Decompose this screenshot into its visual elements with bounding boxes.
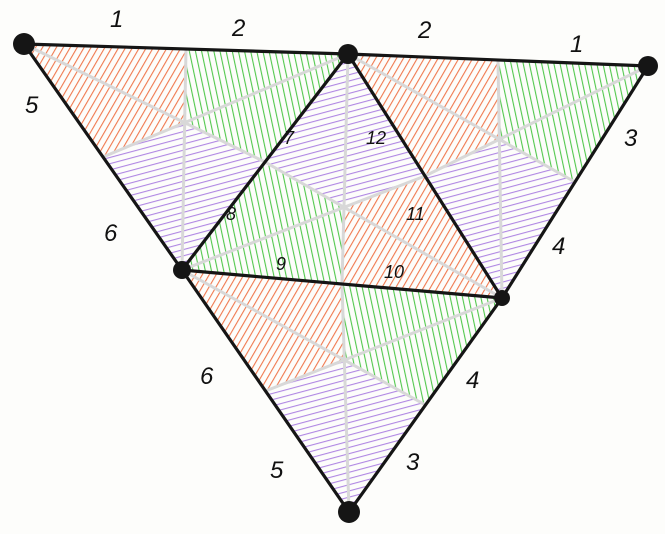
median-bottom-0 [181, 268, 427, 407]
region-top-right-green [498, 60, 648, 182]
label-inner-11: 11 [406, 204, 425, 224]
region-center-orange [342, 176, 502, 298]
median-top-left-0 [23, 42, 266, 164]
edge-TM-RM [346, 52, 504, 300]
label-right-4: 4 [552, 233, 565, 260]
median-bottom-2 [340, 283, 351, 513]
label-top-right-1: 1 [570, 31, 583, 58]
edge-LM-B [180, 268, 351, 514]
vertex-top-right [638, 56, 658, 76]
edge-TL-LM [22, 42, 184, 272]
label-inner-10: 10 [384, 262, 404, 282]
label-lower-left-6: 6 [200, 363, 214, 390]
vertex-left-middle [173, 261, 191, 279]
hatched-regions [24, 44, 648, 512]
median-top-right-1 [424, 64, 649, 178]
label-top-left-2: 2 [231, 15, 245, 42]
edge-labels: 1 2 2 1 5 6 3 4 6 5 4 3 7 8 9 10 11 12 [25, 6, 638, 484]
region-bottom-orange [182, 270, 345, 391]
vertex-bottom [338, 501, 360, 523]
region-top-left-orange [24, 44, 186, 157]
edge-TR-RM [500, 64, 650, 300]
label-inner-9: 9 [276, 254, 286, 274]
label-left-5: 5 [25, 92, 39, 119]
vertex-right-middle [494, 290, 510, 306]
edge-TM-TR [346, 52, 650, 68]
vertex-top-left [13, 33, 35, 55]
region-top-left-green [184, 49, 348, 162]
median-top-left-1 [102, 52, 349, 159]
median-bottom-1 [264, 296, 503, 393]
label-right-3: 3 [624, 125, 638, 152]
edge-LM-RM [180, 268, 504, 300]
edge-RM-B [347, 296, 504, 514]
edge-TM-LM [180, 52, 350, 272]
label-lower-right-3: 3 [406, 449, 420, 476]
median-top-right-2 [496, 59, 504, 299]
edge-TL-TM [22, 42, 350, 56]
label-top-right-2: 2 [417, 17, 431, 44]
vertices [13, 33, 658, 523]
label-inner-12: 12 [366, 128, 386, 148]
median-center-2 [181, 174, 426, 272]
outline-edges [22, 42, 650, 514]
label-lower-right-4: 4 [466, 367, 479, 394]
label-lower-left-5: 5 [270, 457, 284, 484]
label-inner-8: 8 [226, 204, 236, 224]
label-left-6: 6 [104, 220, 118, 247]
subdivision-lines [23, 42, 649, 513]
label-top-left-1: 1 [110, 6, 123, 33]
median-center-1 [264, 160, 503, 300]
median-center-0 [340, 53, 350, 285]
median-top-right-0 [347, 52, 576, 184]
median-top-left-2 [180, 48, 188, 271]
label-inner-7: 7 [284, 128, 295, 148]
vertex-top-middle [338, 44, 358, 64]
region-top-right-orange [348, 54, 500, 176]
